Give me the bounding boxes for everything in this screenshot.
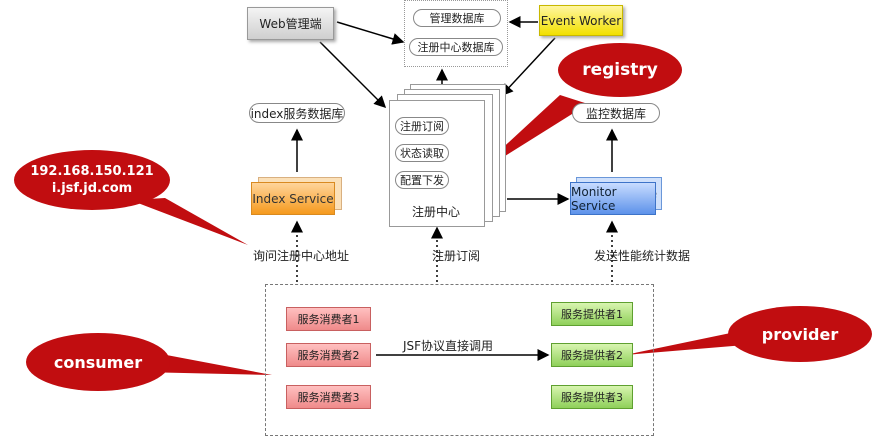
registry-center-box: 注册订阅 状态读取 配置下发 注册中心 [389,100,485,227]
index-db-label: index服务数据库 [250,106,344,121]
database-group [404,0,508,67]
registry-item-status: 状态读取 [395,144,449,162]
consumer-label: 服务消费者2 [297,349,360,362]
provider-callout-label: provider [761,324,839,344]
registry-item-label: 注册订阅 [400,120,444,133]
consumer-3: 服务消费者3 [286,385,371,409]
index-service-box: Index Service [251,182,335,215]
provider-callout: provider [728,314,872,354]
consumer-callout: consumer [26,342,170,382]
provider-2: 服务提供者2 [551,343,633,367]
consumer-2: 服务消费者2 [286,343,371,367]
index-service-label: Index Service [252,191,334,206]
provider-callout-shape [625,306,872,362]
consumer-label: 服务消费者3 [297,391,360,404]
mgmt-db: 管理数据库 [413,9,501,27]
consumer-callout-label: consumer [53,352,143,372]
web-admin-label: Web管理端 [259,17,322,31]
address-callout-shape [14,150,248,245]
consumer-callout-shape [26,333,272,391]
registry-item-subscribe: 注册订阅 [395,117,449,135]
registry-db: 注册中心数据库 [409,38,503,56]
provider-label: 服务提供者2 [561,349,623,362]
registry-callout: registry [558,50,682,90]
event-worker-label: Event Worker [540,13,622,28]
address-ip-label: 192.168.150.121 [30,164,154,179]
edge-label-subscribe: 注册订阅 [432,249,481,263]
registry-item-label: 配置下发 [400,174,444,187]
address-callout: 192.168.150.121 i.jsf.jd.com [14,160,170,200]
arrow-event-to-registry [500,37,556,97]
index-db: index服务数据库 [249,103,345,123]
mgmt-db-label: 管理数据库 [429,12,485,25]
consumer-1: 服务消费者1 [286,307,371,331]
consumer-label: 服务消费者1 [297,313,360,326]
registry-item-config: 配置下发 [395,171,449,189]
monitor-db: 监控数据库 [572,103,660,123]
provider-1: 服务提供者1 [551,302,633,326]
provider-label: 服务提供者1 [561,308,623,321]
edge-label-send-stats: 发送性能统计数据 [594,249,691,263]
registry-center-label: 注册中心 [412,205,461,219]
provider-3: 服务提供者3 [551,385,633,409]
web-admin-box: Web管理端 [247,7,334,40]
monitor-service-box: Monitor Service [570,182,656,215]
monitor-db-label: 监控数据库 [585,106,646,121]
edge-label-jsf: JSF协议直接调用 [403,339,494,353]
monitor-service-label: Monitor Service [571,184,617,213]
registry-item-label: 状态读取 [400,147,444,160]
provider-label: 服务提供者3 [561,391,623,404]
address-host-label: i.jsf.jd.com [51,181,133,196]
edge-label-ask-registry: 询问注册中心地址 [253,249,350,263]
arrow-web-to-db [336,21,405,45]
arrow-web-to-registry [319,41,387,109]
registry-db-label: 注册中心数据库 [417,41,495,54]
service-group [265,284,654,436]
event-worker-box: Event Worker [539,5,623,36]
registry-callout-label: registry [582,60,658,80]
